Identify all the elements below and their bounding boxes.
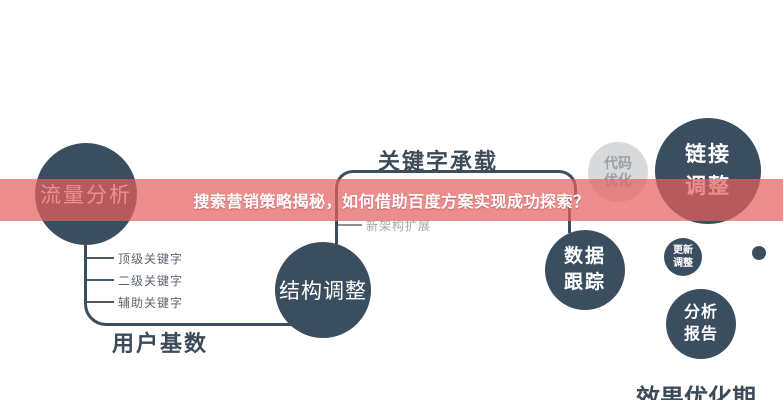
node-analysis-report-line1: 分析 <box>683 304 718 321</box>
tick-second-keyword <box>87 279 114 281</box>
label-aux-keyword: 辅助关键字 <box>118 296 184 310</box>
tick-new-arch <box>338 224 362 226</box>
headline-banner: 搜索营销策略揭秘，如何借助百度方案实现成功探索？ <box>0 179 783 221</box>
node-data-tracking: 数据 跟踪 <box>545 230 625 310</box>
title-keyword-load: 关键字承载 <box>377 149 498 174</box>
node-structure-adjust-label: 结构调整 <box>279 280 367 303</box>
node-update-adjust-line1: 更新 <box>673 245 693 256</box>
connector-traffic-to-structure <box>84 245 291 326</box>
tick-aux-keyword <box>87 301 114 303</box>
node-data-tracking-line2: 跟踪 <box>563 272 606 293</box>
node-data-tracking-line1: 数据 <box>563 246 606 267</box>
label-top-keyword: 顶级关键字 <box>118 252 184 266</box>
title-effect-optimize-phase: 效果优化期 <box>636 385 756 400</box>
node-update-adjust: 更新 调整 <box>664 238 702 276</box>
node-link-adjust-line1: 链接 <box>685 143 731 166</box>
label-new-architecture: 新架构扩展 <box>366 219 432 233</box>
node-code-optimize-line1: 代码 <box>604 155 632 171</box>
node-analysis-report-line2: 报告 <box>683 326 718 343</box>
title-user-base: 用户基数 <box>111 331 208 356</box>
node-structure-adjust: 结构调整 <box>275 242 371 338</box>
node-small-dot <box>752 246 766 260</box>
node-analysis-report: 分析 报告 <box>666 289 736 359</box>
label-second-keyword: 二级关键字 <box>118 274 184 288</box>
headline-text: 搜索营销策略揭秘，如何借助百度方案实现成功探索？ <box>193 194 590 211</box>
tick-top-keyword <box>87 257 114 259</box>
node-update-adjust-line2: 调整 <box>673 258 693 269</box>
